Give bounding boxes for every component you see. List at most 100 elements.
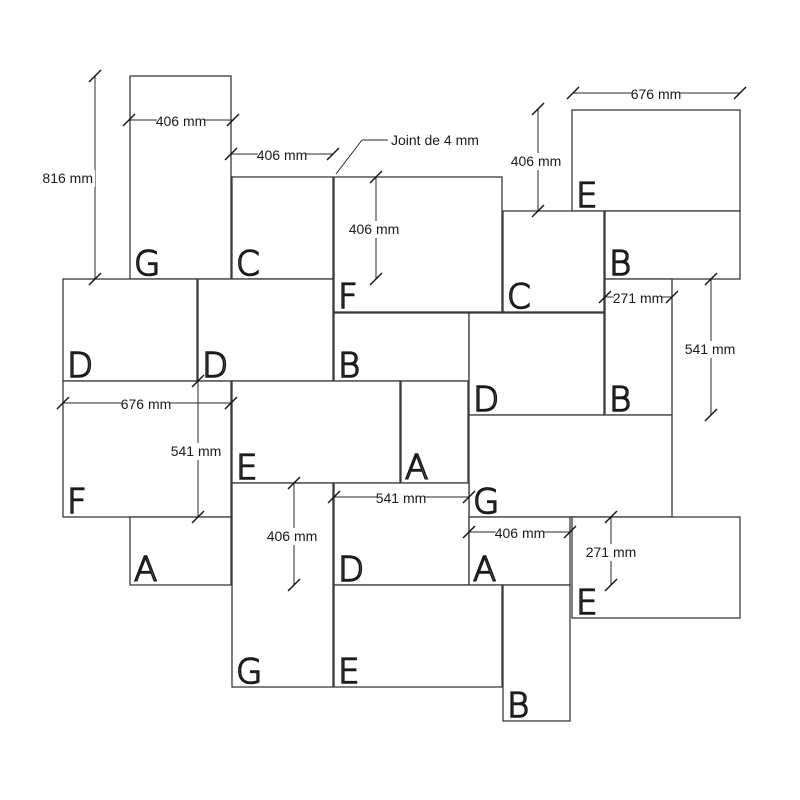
dimension-tick — [287, 476, 301, 490]
dimension-label-bg — [156, 113, 206, 130]
dimension-label-bg — [257, 147, 307, 164]
dimension-13: 406 mm — [462, 525, 577, 542]
dimension-tick — [733, 86, 747, 100]
tile-letter: A — [473, 550, 496, 590]
tile-letter: A — [405, 448, 428, 488]
dimension-11: 541 mm — [327, 490, 476, 507]
dimension-label: 541 mm — [171, 443, 222, 459]
tile-outline — [468, 414, 673, 518]
tile-g: G — [129, 75, 232, 285]
dimension-tick — [566, 86, 580, 100]
tile-outline — [129, 75, 232, 280]
tile-outline — [231, 482, 334, 688]
dimension-label-bg — [495, 525, 545, 542]
dimension-label: 406 mm — [257, 147, 308, 163]
dimension-tick — [704, 408, 718, 422]
tile-letter: B — [507, 686, 529, 726]
dimension-5: 406 mm — [511, 102, 562, 218]
tile-letter: B — [609, 380, 631, 420]
tile-outline — [333, 312, 470, 382]
dimension-4: 406 mm — [349, 170, 399, 286]
dimension-label: 406 mm — [495, 525, 546, 541]
dimension-tick — [56, 396, 70, 410]
dimension-label: 406 mm — [511, 153, 562, 169]
dimension-label: 271 mm — [586, 544, 637, 560]
tile-c: C — [502, 210, 605, 318]
dimension-tick — [88, 272, 102, 286]
tile-d: D — [468, 312, 605, 421]
tile-e: E — [571, 109, 741, 217]
tile-outline — [571, 109, 741, 212]
dimension-tick — [327, 490, 341, 504]
dimension-tick — [563, 525, 577, 539]
tile-g: G — [468, 414, 673, 523]
tile-outline — [502, 584, 571, 722]
dimension-3: 406 mm — [224, 147, 340, 164]
tile-outline — [333, 584, 503, 688]
dimension-tick — [224, 147, 238, 161]
dimension-tick — [88, 69, 102, 83]
tile-letter: C — [507, 277, 531, 317]
dimension-label-bg — [267, 528, 317, 545]
dimension-label: 541 mm — [685, 341, 736, 357]
dimension-label-bg — [631, 86, 681, 103]
dimension-label: 406 mm — [267, 528, 318, 544]
dimension-14: 271 mm — [586, 510, 637, 592]
tile-b: B — [502, 584, 571, 727]
dimension-label: 271 mm — [613, 290, 664, 306]
tile-outline — [571, 516, 741, 619]
joint-leader-line — [335, 139, 363, 175]
tile-letter: E — [236, 448, 257, 488]
tile-d: D — [197, 278, 334, 387]
tile-e: E — [231, 380, 401, 489]
dimension-label: 406 mm — [156, 113, 207, 129]
tile-letter: A — [134, 550, 157, 590]
dimension-1: 816 mm — [42, 69, 102, 286]
tile-letter: E — [576, 176, 597, 216]
dimension-label: 541 mm — [376, 490, 427, 506]
tile-outline — [400, 380, 469, 484]
dimension-6: 676 mm — [566, 86, 747, 103]
tile-letter: F — [338, 277, 358, 317]
dimension-2: 406 mm — [122, 113, 240, 130]
tile-b: B — [333, 312, 470, 387]
dimension-8: 271 mm — [598, 290, 679, 307]
tile-outline — [333, 176, 503, 313]
dimension-label-bg — [613, 290, 663, 307]
tile-a: A — [400, 380, 469, 489]
dimension-tick — [287, 578, 301, 592]
tile-letter: E — [576, 583, 597, 623]
tile-a: A — [129, 516, 232, 591]
dimension-tick — [369, 170, 383, 184]
tile-letter: E — [338, 652, 359, 692]
tile-outline — [468, 312, 605, 416]
tile-letter: F — [67, 482, 87, 522]
dimension-9: 676 mm — [56, 396, 238, 413]
dimension-10: 541 mm — [171, 374, 222, 524]
tile-e: E — [333, 584, 503, 693]
tile-outline — [604, 210, 741, 280]
dimension-label-bg — [46, 170, 95, 187]
dimension-tick — [531, 102, 545, 116]
tile-letter: G — [134, 244, 160, 284]
dimension-tick — [122, 113, 136, 127]
dimension-label-bg — [349, 221, 399, 238]
tile-g: G — [231, 482, 334, 693]
dimension-label: 676 mm — [121, 396, 172, 412]
dimension-tick — [604, 510, 618, 524]
tile-f: F — [333, 176, 503, 318]
dimension-tick — [191, 510, 205, 524]
dimensions-layer: 816 mm 406 mm 406 mm 406 mm 406 mm 676 mm 541 … — [42, 69, 747, 592]
dimension-tick — [462, 525, 476, 539]
dimension-7: 541 mm — [685, 272, 736, 422]
dimension-tick — [224, 396, 238, 410]
tile-outline — [129, 516, 232, 586]
tile-outline — [231, 176, 334, 280]
dimension-tick — [531, 204, 545, 218]
tile-letter: D — [473, 380, 499, 420]
tile-outline — [502, 210, 605, 313]
dimension-tick — [326, 147, 340, 161]
joint-label: Joint de 4 mm — [391, 132, 479, 148]
